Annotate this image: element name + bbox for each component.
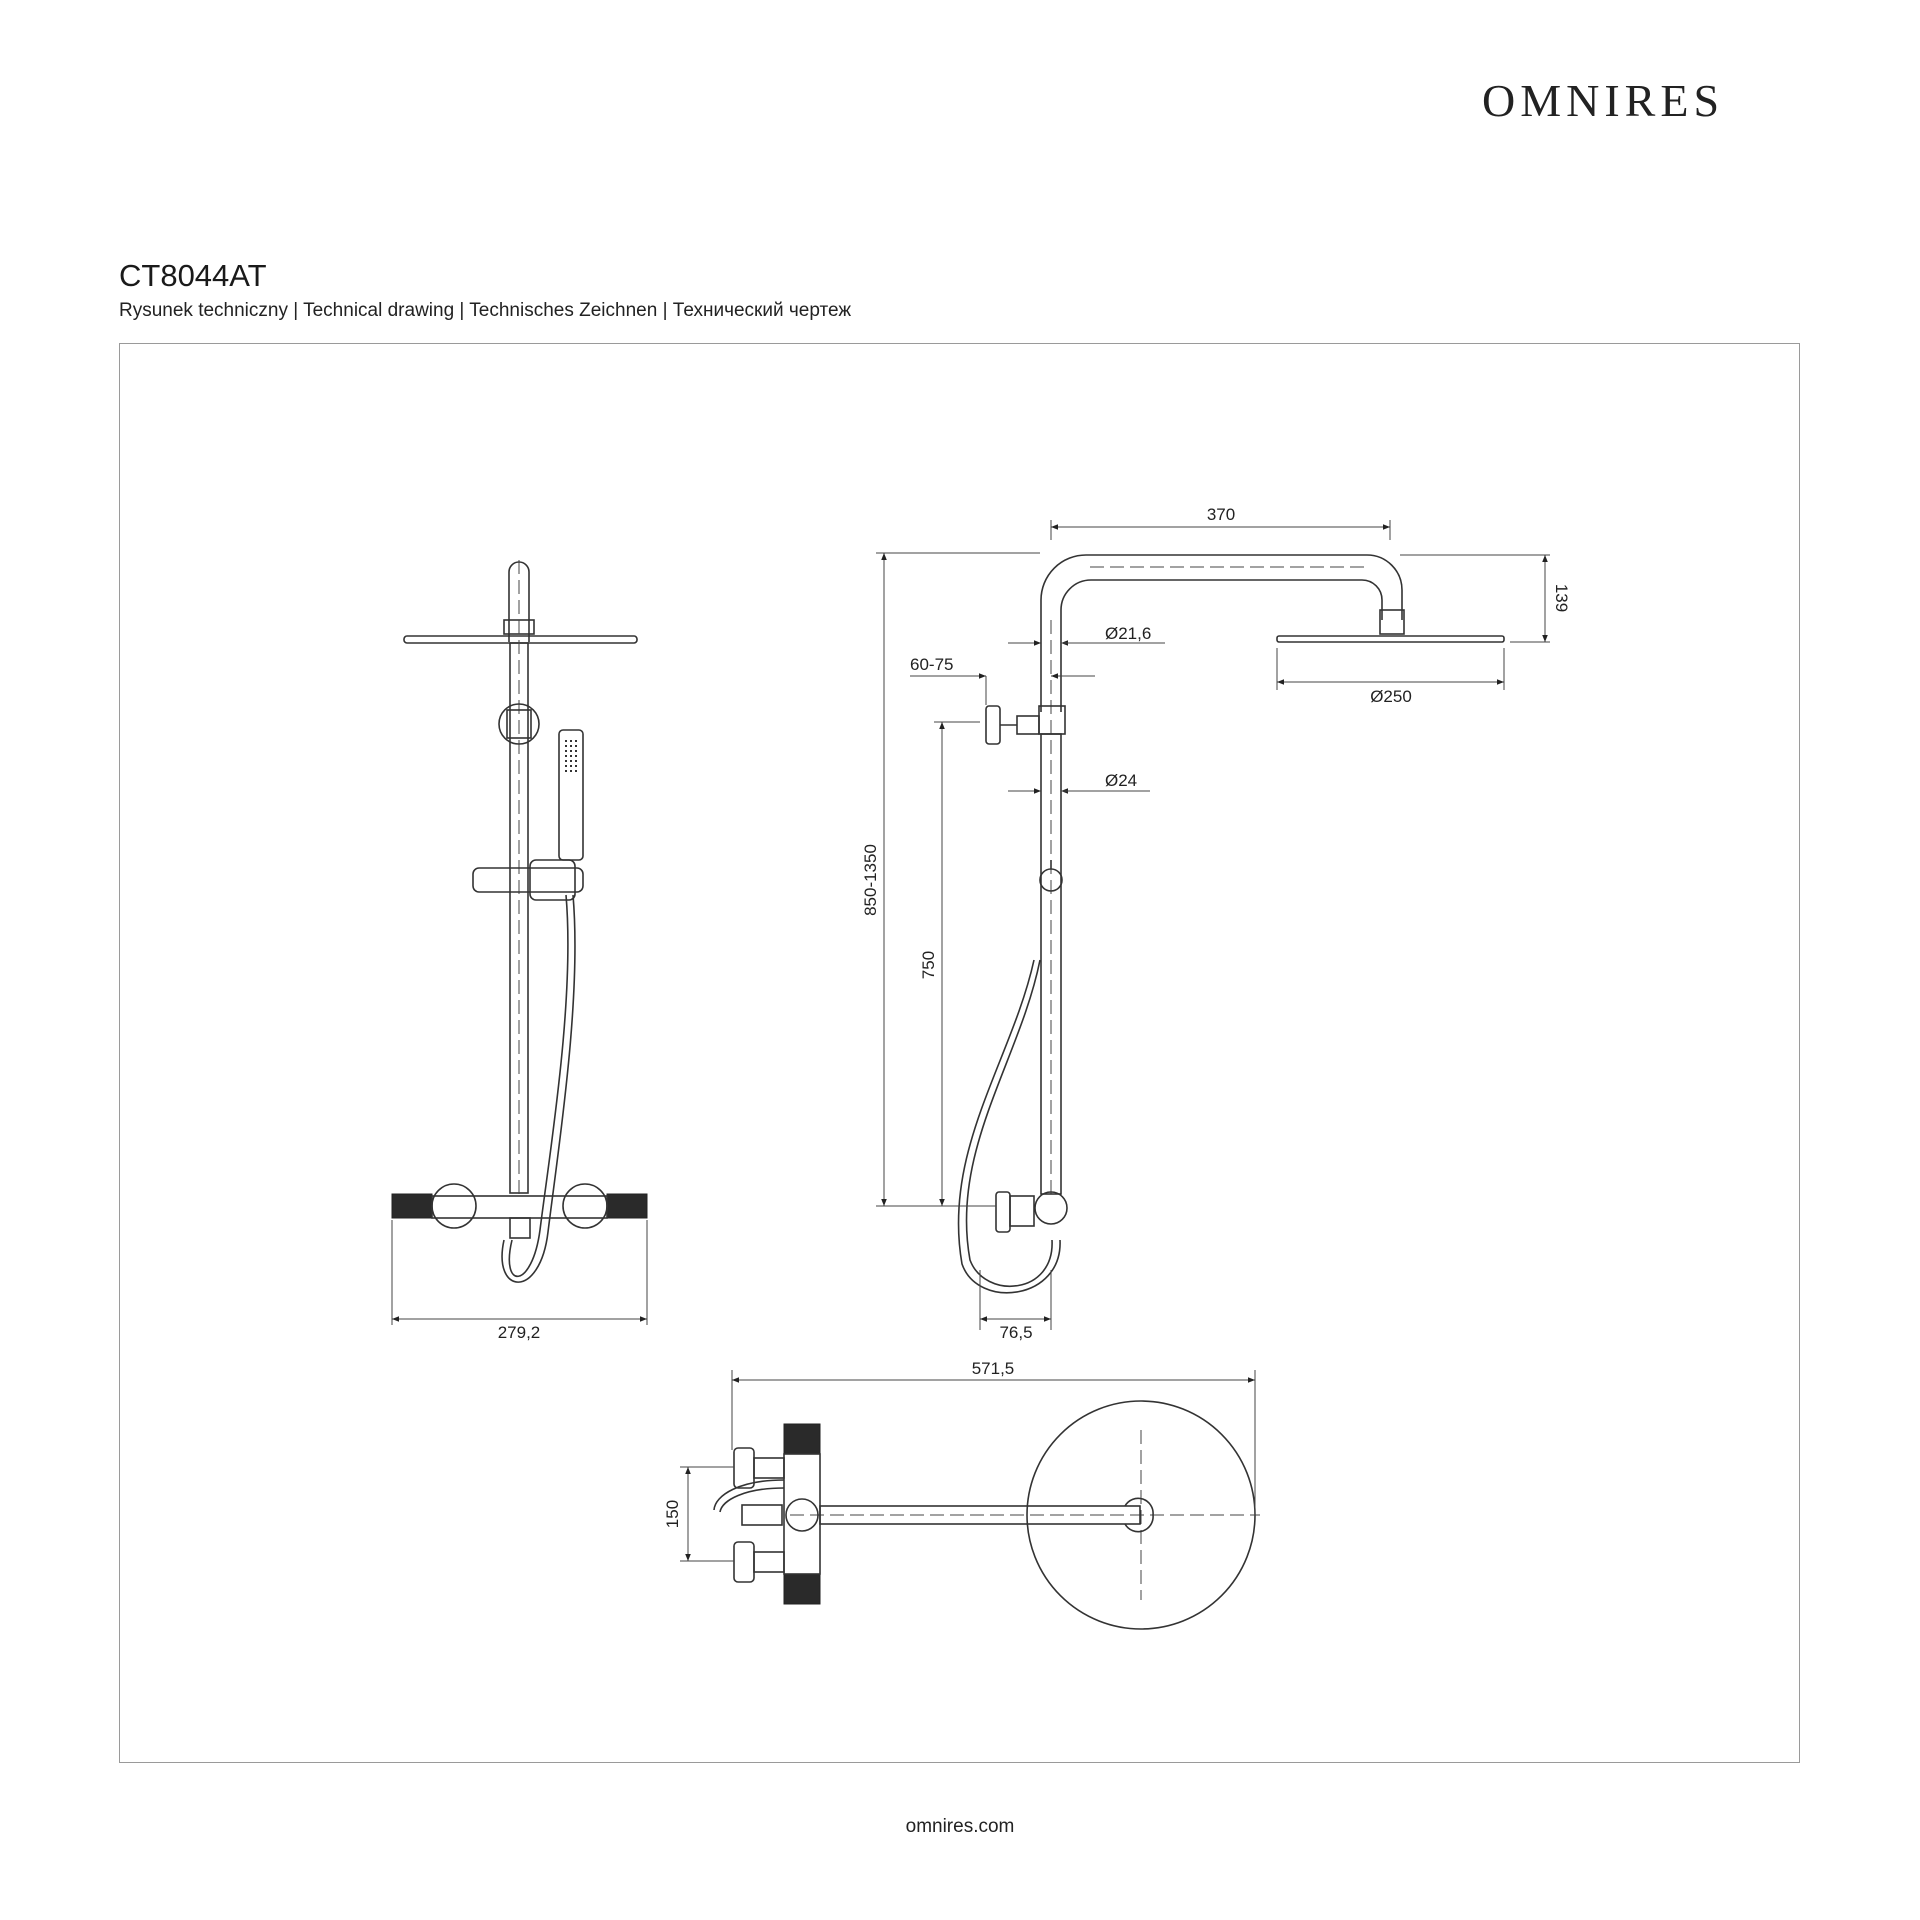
brand-logo: OMNIRES bbox=[1482, 75, 1725, 126]
footer-website: omnires.com bbox=[905, 1816, 1015, 1837]
dim-arm-length: 370 bbox=[1207, 505, 1235, 524]
drawing-subtitle: Rysunek techniczny | Technical drawing |… bbox=[119, 300, 852, 321]
product-code: CT8044AT bbox=[119, 258, 267, 293]
dim-head-diameter: Ø250 bbox=[1370, 687, 1412, 706]
dim-inlet-spacing: 150 bbox=[663, 1500, 682, 1528]
dim-total-height: 850-1350 bbox=[861, 844, 880, 916]
side-view: 370 139 Ø250 Ø21,6 60-75 Ø24 850-1350 75… bbox=[861, 505, 1571, 1342]
top-view: 571,5 150 bbox=[663, 1359, 1260, 1630]
front-view: 279,2 bbox=[391, 560, 648, 1342]
dim-upper-pipe: Ø21,6 bbox=[1105, 624, 1151, 643]
dim-lower-pipe: Ø24 bbox=[1105, 771, 1137, 790]
dim-rail-height: 750 bbox=[919, 951, 938, 979]
dim-valve-depth: 76,5 bbox=[999, 1323, 1032, 1342]
dim-front-width: 279,2 bbox=[498, 1323, 541, 1342]
dim-top-width: 571,5 bbox=[972, 1359, 1015, 1378]
dim-head-drop: 139 bbox=[1552, 584, 1571, 612]
drawing-frame bbox=[119, 343, 1800, 1763]
dim-wall-offset: 60-75 bbox=[910, 655, 953, 674]
